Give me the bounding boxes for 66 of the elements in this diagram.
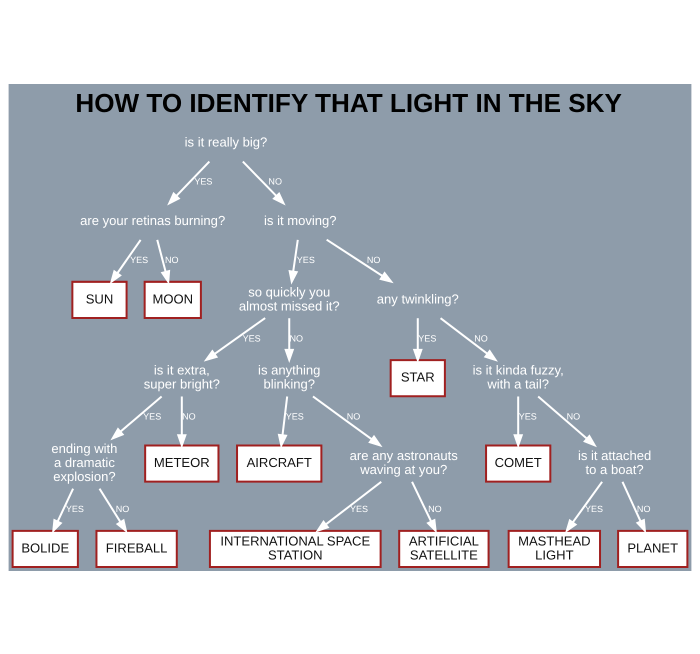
node-text: is it extra, super bright? [144, 362, 220, 392]
node-text: ending with a dramatic explosion? [51, 440, 118, 484]
node-text: is it moving? [264, 212, 337, 228]
edge-label: YES [518, 411, 537, 422]
arrow [284, 318, 294, 362]
node-text: so quickly you almost missed it? [238, 284, 340, 313]
edge-label: NO [116, 503, 130, 514]
arrow [538, 395, 597, 447]
arrow [288, 239, 299, 284]
arrow [176, 396, 187, 448]
edge-label: NO [165, 254, 179, 264]
node-text: is anything blinking? [258, 362, 320, 392]
arrow [312, 395, 382, 447]
arrow [52, 488, 74, 533]
node-box: SUN [71, 280, 128, 318]
arrow [242, 160, 286, 205]
arrow [98, 488, 128, 533]
arrow [110, 238, 142, 284]
node-box: INTERNATIONAL SPACE STATION [208, 529, 382, 568]
edge-label: NO [290, 332, 304, 343]
edge-label: YES [194, 176, 212, 186]
arrow [204, 316, 266, 362]
arrow [278, 396, 288, 448]
node-box: BOLIDE [12, 529, 79, 568]
node-box: PLANET [617, 529, 688, 568]
edge-label: YES [350, 503, 368, 514]
node-box: MASTHEAD LIGHT [508, 529, 602, 568]
edge-label: YES [584, 503, 604, 514]
node-text: is it attached to a boat? [578, 447, 652, 476]
edge-label: NO [566, 411, 580, 422]
arrow [326, 238, 394, 283]
arrow [622, 480, 646, 533]
edge-label: NO [636, 503, 650, 514]
node-box: ARTIFICIAL SATELLITE [398, 529, 490, 568]
arrow [167, 160, 210, 205]
diagram-title: HOW TO IDENTIFY THAT LIGHT IN THE SKY [75, 87, 622, 118]
arrow [440, 316, 498, 362]
node-box: COMET [485, 444, 552, 482]
arrow [513, 396, 524, 448]
arrow [565, 480, 603, 533]
node-box: AIRCRAFT [236, 444, 322, 482]
arrow [315, 480, 382, 532]
arrow [412, 318, 423, 362]
node-text: any twinkling? [376, 290, 459, 306]
edge-label: YES [66, 503, 84, 514]
node-text: are any astronauts waving at you? [350, 447, 458, 476]
node-box: STAR [390, 358, 446, 397]
node-box: MOON [144, 280, 202, 318]
edge-label: YES [242, 332, 261, 343]
node-text: is it kinda fuzzy, with a tail? [472, 362, 564, 392]
edge-label: NO [474, 332, 488, 343]
node-text: are your retinas burning? [80, 212, 226, 228]
edge-label: YES [130, 254, 148, 264]
edge-label: YES [143, 411, 162, 422]
edge-label: NO [428, 503, 442, 514]
node-box: METEOR [144, 444, 220, 482]
node-text: is it really big? [184, 134, 268, 150]
edge-label: YES [296, 254, 315, 264]
arrow [411, 480, 437, 533]
edge-label: NO [366, 254, 380, 264]
edge-label: NO [268, 176, 282, 186]
edge-label: NO [346, 411, 360, 422]
arrow [156, 239, 170, 284]
edge-label: YES [286, 411, 304, 422]
arrow [110, 395, 162, 440]
node-box: FIREBALL [95, 529, 178, 568]
